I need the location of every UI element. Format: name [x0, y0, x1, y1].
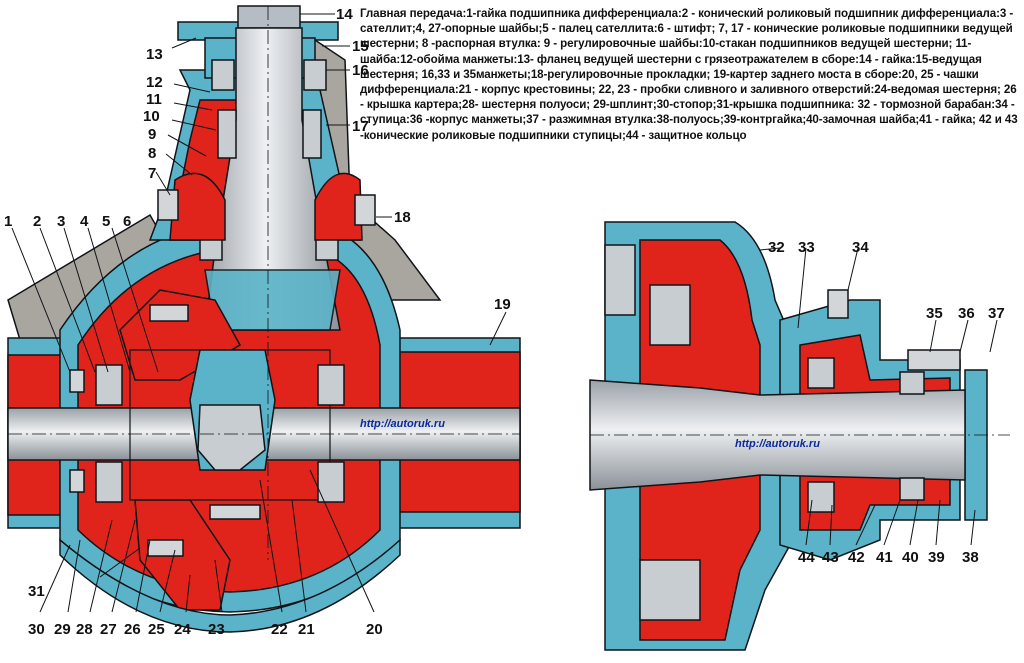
- callout-35: 35: [926, 305, 943, 322]
- callout-4: 4: [80, 213, 89, 230]
- hub-assembly: [589, 221, 1010, 651]
- callout-13: 13: [146, 46, 163, 63]
- watermark-left: http://autoruk.ru: [360, 418, 445, 430]
- callout-9: 9: [148, 126, 156, 143]
- callout-37: 37: [988, 305, 1005, 322]
- differential-bearings: [95, 364, 345, 503]
- watermark-right: http://autoruk.ru: [735, 438, 820, 450]
- brake-adjuster: [639, 559, 701, 621]
- callout-32: 32: [768, 239, 785, 256]
- callout-23: 23: [208, 621, 225, 638]
- callout-31: 31: [28, 583, 45, 600]
- callout-28: 28: [76, 621, 93, 638]
- brake-mechanism: [649, 284, 691, 346]
- callout-40: 40: [902, 549, 919, 566]
- hub-stud: [907, 349, 961, 371]
- callout-16: 16: [352, 62, 369, 79]
- callout-26: 26: [124, 621, 141, 638]
- main-gear-assembly: [7, 5, 521, 633]
- carter-cover: [59, 538, 401, 633]
- callout-14: 14: [336, 6, 353, 23]
- callout-27: 27: [100, 621, 117, 638]
- callout-1: 1: [4, 213, 12, 230]
- bolts: [69, 189, 376, 557]
- callout-11: 11: [146, 91, 162, 108]
- callout-6: 6: [123, 213, 131, 230]
- callout-38: 38: [962, 549, 979, 566]
- callout-36: 36: [958, 305, 975, 322]
- callout-25: 25: [148, 621, 165, 638]
- callout-10: 10: [143, 108, 160, 125]
- axle-flange: [964, 369, 988, 521]
- callout-2: 2: [33, 213, 41, 230]
- callout-15: 15: [352, 38, 369, 55]
- callout-7: 7: [148, 165, 156, 182]
- callout-20: 20: [366, 621, 383, 638]
- callout-22: 22: [271, 621, 288, 638]
- callout-12: 12: [146, 74, 163, 91]
- callout-29: 29: [54, 621, 71, 638]
- callout-24: 24: [174, 621, 191, 638]
- backing-plate-bolt: [604, 244, 636, 316]
- callout-33: 33: [798, 239, 815, 256]
- flange-nut: [237, 5, 301, 29]
- callout-44: 44: [798, 549, 815, 566]
- callout-8: 8: [148, 145, 156, 162]
- parts-legend-caption: Главная передача:1-гайка подшипника дифф…: [360, 7, 1018, 142]
- callout-34: 34: [852, 239, 869, 256]
- callout-18: 18: [394, 209, 411, 226]
- callout-43: 43: [822, 549, 839, 566]
- leader-lines: [11, 13, 998, 613]
- callout-39: 39: [928, 549, 945, 566]
- callout-42: 42: [848, 549, 865, 566]
- spacer-sleeve-left: [169, 172, 226, 241]
- hub-bearings: [807, 357, 925, 513]
- callout-5: 5: [102, 213, 110, 230]
- satellite-gear: [197, 404, 266, 471]
- callout-3: 3: [57, 213, 65, 230]
- callout-30: 30: [28, 621, 45, 638]
- drive-pinion: [204, 27, 341, 331]
- callout-41: 41: [876, 549, 893, 566]
- callout-labels: 1 2 3 4 5 6 7 8 9 10 11 12 13 14 15 16 1…: [4, 6, 1005, 638]
- callout-19: 19: [494, 296, 511, 313]
- callout-21: 21: [298, 621, 315, 638]
- callout-17: 17: [352, 118, 369, 135]
